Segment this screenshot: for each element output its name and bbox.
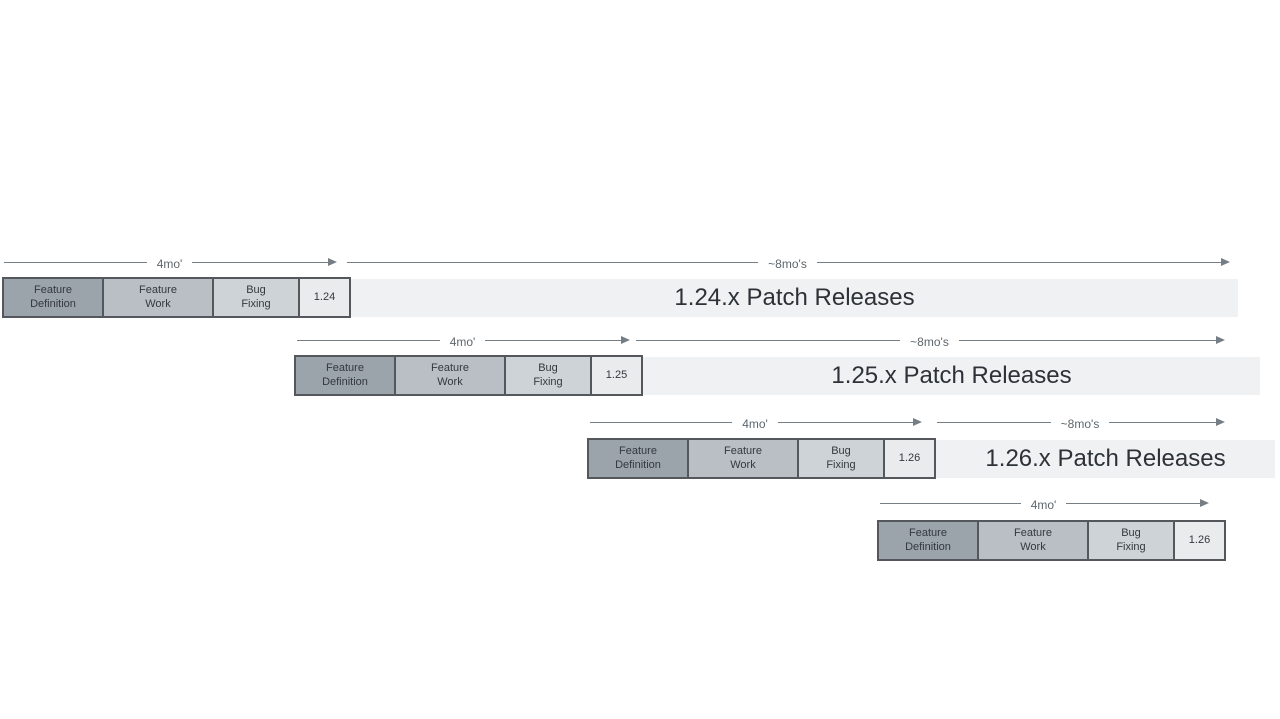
arrow-line bbox=[4, 261, 147, 263]
patch-releases-bar: 1.25.x Patch Releases bbox=[643, 357, 1260, 395]
arrowhead-icon bbox=[1066, 498, 1209, 507]
four-month-arrow: 4mo' bbox=[297, 332, 630, 349]
phase-block-feature-definition: Feature Definition bbox=[589, 440, 687, 477]
patch-releases-label: 1.24.x Patch Releases bbox=[674, 284, 915, 311]
phase-block-bug-fixing: Bug Fixing bbox=[797, 440, 883, 477]
four-month-arrow: 4mo' bbox=[590, 414, 923, 431]
patch-releases-bar: 1.26.x Patch Releases bbox=[936, 440, 1275, 478]
phase-block-feature-work: Feature Work bbox=[977, 522, 1087, 559]
eight-month-label: ~8mo's bbox=[910, 335, 949, 349]
four-month-arrow: 4mo' bbox=[880, 495, 1209, 512]
phase-block-feature-work: Feature Work bbox=[102, 279, 212, 316]
patch-releases-label: 1.26.x Patch Releases bbox=[985, 445, 1226, 472]
four-month-label: 4mo' bbox=[449, 335, 476, 349]
eight-month-label: ~8mo's bbox=[768, 257, 807, 271]
version-box: 1.26 bbox=[883, 440, 934, 477]
phase-block-bug-fixing: Bug Fixing bbox=[212, 279, 298, 316]
phase-block-bug-fixing: Bug Fixing bbox=[1087, 522, 1173, 559]
arrow-line bbox=[937, 421, 1051, 423]
phase-block-feature-work: Feature Work bbox=[687, 440, 797, 477]
release-phase-bar: Feature Definition Feature Work Bug Fixi… bbox=[2, 277, 351, 318]
arrow-line bbox=[590, 421, 733, 423]
four-month-label: 4mo' bbox=[156, 257, 183, 271]
four-month-arrow: 4mo' bbox=[4, 254, 337, 271]
four-month-label: 4mo' bbox=[1030, 498, 1057, 512]
phase-block-feature-definition: Feature Definition bbox=[879, 522, 977, 559]
four-month-label: 4mo' bbox=[742, 417, 768, 431]
patch-releases-label: 1.25.x Patch Releases bbox=[831, 362, 1072, 389]
arrow-line bbox=[297, 339, 440, 341]
version-box: 1.25 bbox=[590, 357, 641, 394]
eight-month-label: ~8mo's bbox=[1060, 417, 1100, 431]
eight-month-arrow: ~8mo's bbox=[636, 332, 1226, 349]
phase-block-feature-definition: Feature Definition bbox=[296, 357, 394, 394]
release-phase-bar: Feature Definition Feature Work Bug Fixi… bbox=[294, 355, 643, 396]
version-box: 1.24 bbox=[298, 279, 349, 316]
eight-month-arrow: ~8mo's bbox=[347, 254, 1231, 271]
arrow-line bbox=[347, 261, 759, 263]
patch-releases-bar: 1.24.x Patch Releases bbox=[351, 279, 1238, 317]
arrowhead-icon bbox=[958, 335, 1226, 344]
arrow-line bbox=[880, 502, 1021, 504]
phase-block-feature-definition: Feature Definition bbox=[4, 279, 102, 316]
arrowhead-icon bbox=[816, 257, 1231, 266]
eight-month-arrow: ~8mo's bbox=[937, 414, 1225, 431]
phase-block-bug-fixing: Bug Fixing bbox=[504, 357, 590, 394]
release-phase-bar: Feature Definition Feature Work Bug Fixi… bbox=[877, 520, 1226, 561]
arrowhead-icon bbox=[777, 417, 923, 426]
phase-block-feature-work: Feature Work bbox=[394, 357, 504, 394]
release-phase-bar: Feature Definition Feature Work Bug Fixi… bbox=[587, 438, 936, 479]
arrowhead-icon bbox=[485, 335, 630, 344]
arrowhead-icon bbox=[192, 257, 337, 266]
arrow-line bbox=[636, 339, 901, 341]
version-box: 1.26 bbox=[1173, 522, 1224, 559]
arrowhead-icon bbox=[1109, 417, 1225, 426]
